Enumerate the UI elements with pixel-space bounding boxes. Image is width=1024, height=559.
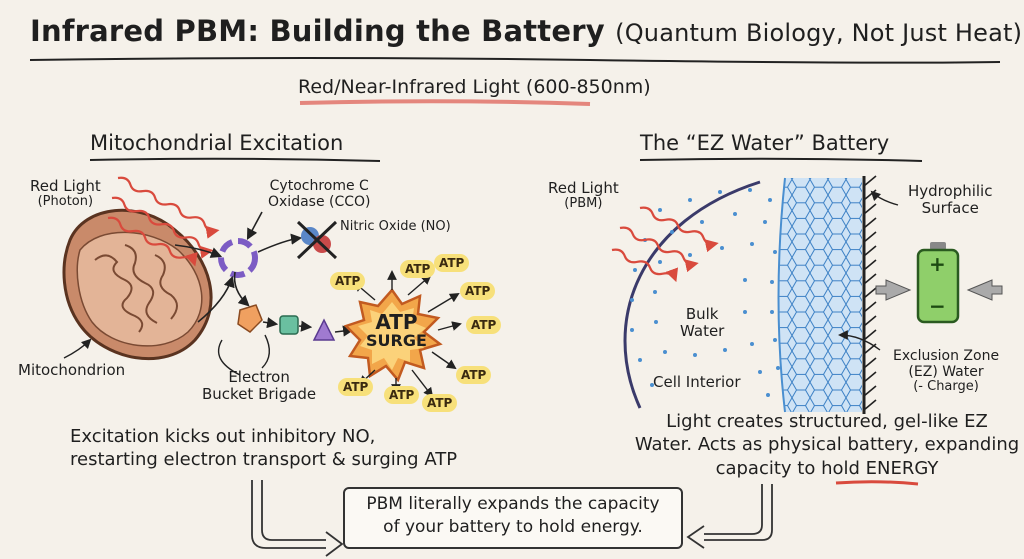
pbm-text: (PBM) <box>564 196 603 212</box>
title-underline <box>29 57 1001 64</box>
battery-minus-sign: − <box>929 294 946 318</box>
nitric-oxide-label: Nitric Oxide (NO) <box>340 219 451 234</box>
subtitle: Red/Near-Infrared Light (600-850nm) <box>298 76 651 98</box>
bulk-line2: Water <box>680 322 725 341</box>
hydrophilic-surface-wall <box>862 175 877 414</box>
summary-line1: PBM literally expands the capacity <box>366 494 660 514</box>
nitric-oxide-crossed-icon <box>296 220 338 260</box>
title-parenthetical: (Quantum Biology, Not Just Heat) <box>615 19 1023 47</box>
cell-membrane-arc <box>623 180 761 409</box>
battery-icon <box>875 242 1003 324</box>
ez-line3: (- Charge) <box>913 379 979 395</box>
left-red-waves <box>107 176 220 267</box>
cco-line1: Cytochrome C <box>269 178 369 194</box>
photon-text: (Photon) <box>37 194 94 210</box>
right-caption-line3: capacity to hold ENERGY <box>632 457 1022 480</box>
atp-badge: ATP <box>466 316 502 334</box>
right-red-light-label: Red Light (PBM) <box>548 179 619 212</box>
subtitle-underline <box>299 99 591 106</box>
cco-label: Cytochrome C Oxidase (CCO) <box>268 178 371 210</box>
mitochondrion-label: Mitochondrion <box>18 361 126 379</box>
left-heading-underline <box>89 157 381 162</box>
bulk-water-label: Bulk Water <box>680 305 725 341</box>
electron-line2: Bucket Brigade <box>202 385 317 404</box>
summary-line2: of your battery to hold energy. <box>383 516 643 537</box>
atp-badge: ATP <box>330 272 366 290</box>
atp-surge-burst <box>343 287 443 383</box>
surge-line2: SURGE <box>366 331 427 350</box>
atp-badge: ATP <box>434 254 470 272</box>
right-caption: Light creates structured, gel-like EZ Wa… <box>632 410 1022 480</box>
electron-brigade-label: Electron Bucket Brigade <box>202 368 317 404</box>
ez-water-hexagons <box>777 177 862 413</box>
cco-line2: Oxidase (CCO) <box>268 194 371 211</box>
right-caption-line3-pre: capacity to hold <box>715 457 860 479</box>
atp-badge: ATP <box>338 378 374 396</box>
mitochondrion-shape <box>62 208 213 361</box>
bulk-water-dots <box>630 188 780 397</box>
atp-badge: ATP <box>456 366 492 384</box>
right-caption-line2: Water. Acts as physical battery, expandi… <box>634 434 1020 456</box>
atp-surge-label: ATP SURGE <box>366 312 427 350</box>
left-caption: Excitation kicks out inhibitory NO, rest… <box>70 425 457 472</box>
atp-badge: ATP <box>384 386 420 404</box>
ez-line2: (EZ) Water <box>908 364 984 381</box>
atp-badge: ATP <box>422 394 458 412</box>
right-red-waves <box>611 206 719 283</box>
title-main: Infrared PBM: Building the Battery <box>30 14 605 48</box>
bottom-arrows <box>251 480 773 557</box>
cell-interior-label: Cell Interior <box>653 373 741 391</box>
red-light-text: Red Light <box>30 177 101 195</box>
right-caption-line1: Light creates structured, gel-like EZ <box>666 411 988 432</box>
surge-line1: ATP <box>375 310 418 334</box>
atp-badge: ATP <box>460 282 496 300</box>
hydrophilic-label: Hydrophilic Surface <box>908 182 993 218</box>
atp-badge: ATP <box>400 260 436 278</box>
bulk-line1: Bulk <box>685 305 719 323</box>
ez-water-label: Exclusion Zone (EZ) Water (- Charge) <box>893 348 999 395</box>
hydrophilic-line1: Hydrophilic <box>908 182 993 200</box>
left-caption-line1: Excitation kicks out inhibitory NO, <box>70 426 376 447</box>
left-caption-line2: restarting electron transport & surging … <box>70 449 458 471</box>
energy-word: ENERGY <box>865 457 939 479</box>
right-red-light-text: Red Light <box>548 179 619 197</box>
electron-line1: Electron <box>228 368 290 386</box>
left-heading: Mitochondrial Excitation <box>90 131 344 155</box>
cco-complex-icon <box>218 238 258 278</box>
right-heading: The “EZ Water” Battery <box>640 131 890 155</box>
page-title: Infrared PBM: Building the Battery (Quan… <box>30 14 1022 48</box>
energy-underline <box>835 480 919 486</box>
summary-box: PBM literally expands the capacity of yo… <box>343 487 683 549</box>
hydrophilic-line2: Surface <box>921 199 979 218</box>
battery-plus-sign: + <box>929 252 946 276</box>
left-red-light-label: Red Light (Photon) <box>30 177 101 210</box>
right-heading-underline <box>639 157 923 162</box>
ez-line1: Exclusion Zone <box>893 348 1000 364</box>
